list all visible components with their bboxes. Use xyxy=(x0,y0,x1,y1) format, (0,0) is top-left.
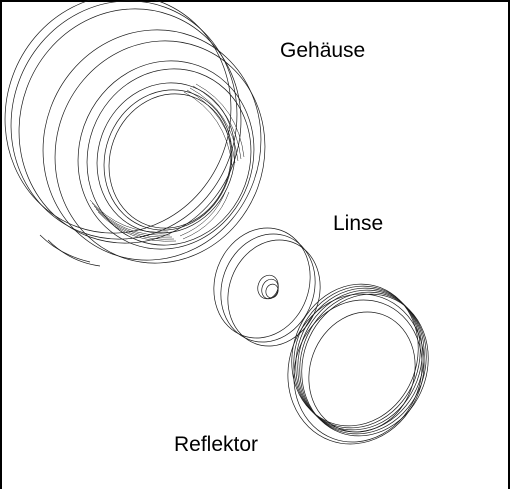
housing-part xyxy=(4,0,266,267)
housing-label: Gehäuse xyxy=(280,39,366,62)
lens-label: Linse xyxy=(333,212,384,235)
lens-part xyxy=(213,227,321,347)
reflector-label: Reflektor xyxy=(174,433,259,456)
reflector-part xyxy=(287,283,429,445)
